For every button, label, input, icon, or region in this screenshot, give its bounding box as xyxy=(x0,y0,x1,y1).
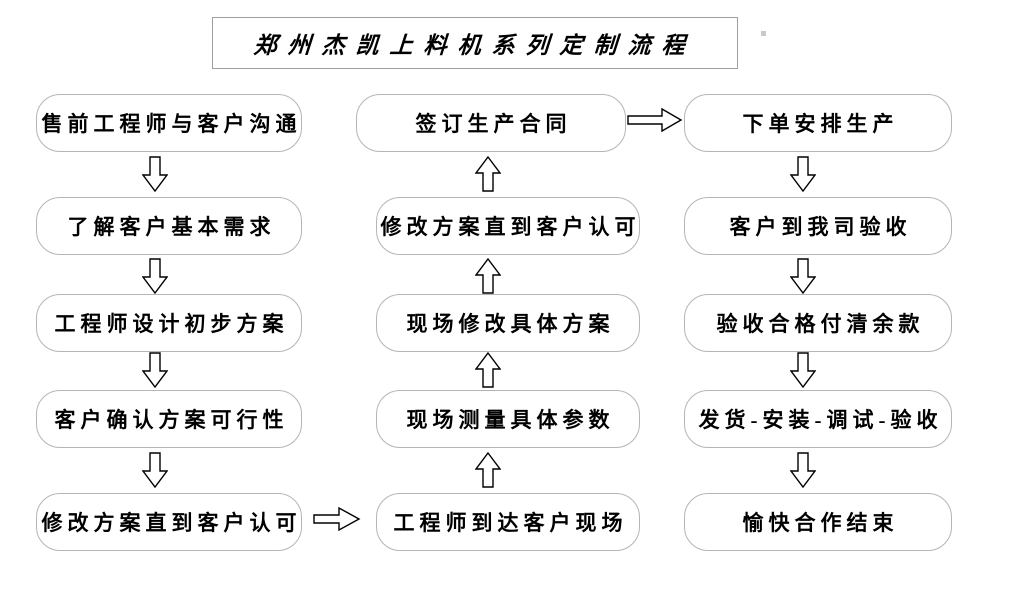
down-arrow-icon xyxy=(790,156,816,192)
up-arrow-icon xyxy=(475,352,501,388)
up-arrow-icon xyxy=(475,452,501,488)
down-arrow-icon xyxy=(790,452,816,488)
down-arrow-icon xyxy=(790,258,816,294)
down-arrow-icon xyxy=(790,352,816,388)
flow-node-sign-contract: 签订生产合同 xyxy=(356,94,626,152)
flow-node-onsite-revise-plan: 现场修改具体方案 xyxy=(376,294,640,352)
flow-node-engineer-arrives-site: 工程师到达客户现场 xyxy=(376,493,640,551)
down-arrow-icon xyxy=(142,452,168,488)
flow-node-revise-until-approved-1: 修改方案直到客户认可 xyxy=(36,493,302,551)
up-arrow-icon xyxy=(475,258,501,294)
flow-node-onsite-measure-params: 现场测量具体参数 xyxy=(376,390,640,448)
flow-node-preliminary-design: 工程师设计初步方案 xyxy=(36,294,302,352)
flow-node-confirm-feasibility: 客户确认方案可行性 xyxy=(36,390,302,448)
stray-mark xyxy=(761,31,766,36)
title-box: 郑州杰凯上料机系列定制流程 xyxy=(212,17,738,69)
flow-node-customer-acceptance-visit: 客户到我司验收 xyxy=(684,197,952,255)
down-arrow-icon xyxy=(142,156,168,192)
flow-node-understand-needs: 了解客户基本需求 xyxy=(36,197,302,255)
flow-node-presales-communication: 售前工程师与客户沟通 xyxy=(36,94,302,152)
up-arrow-icon xyxy=(475,156,501,192)
down-arrow-icon xyxy=(142,258,168,294)
flow-node-order-production: 下单安排生产 xyxy=(684,94,952,152)
flow-node-revise-until-approved-2: 修改方案直到客户认可 xyxy=(376,197,640,255)
down-arrow-icon xyxy=(142,352,168,388)
flow-node-pay-balance: 验收合格付清余款 xyxy=(684,294,952,352)
right-arrow-icon xyxy=(313,506,361,532)
flow-node-ship-install-debug-accept: 发货-安装-调试-验收 xyxy=(684,390,952,448)
flow-node-happy-cooperation-end: 愉快合作结束 xyxy=(684,493,952,551)
page-title: 郑州杰凯上料机系列定制流程 xyxy=(252,33,697,58)
right-arrow-icon xyxy=(627,107,683,133)
